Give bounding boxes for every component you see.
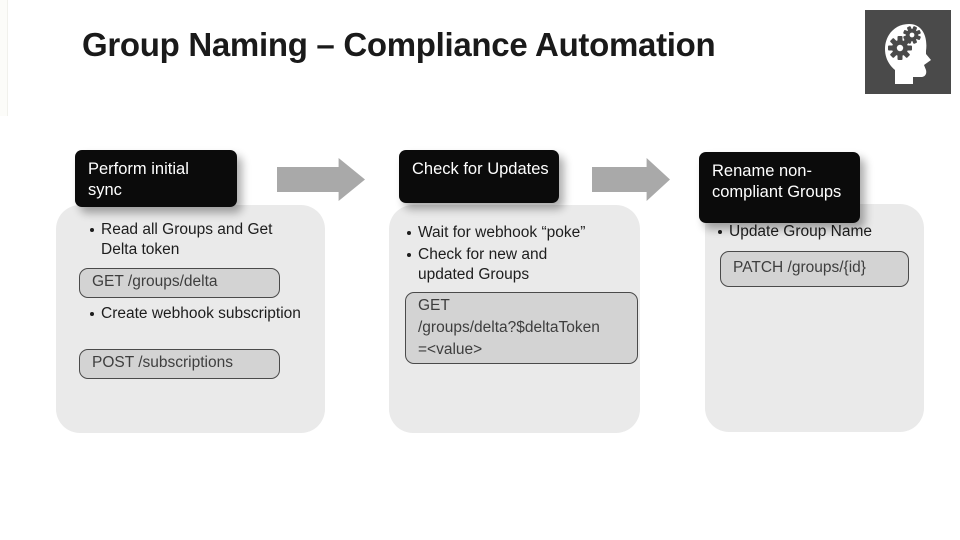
step-header-rename-groups: Rename non-compliant Groups bbox=[699, 152, 860, 223]
bullet-text: Read all Groups and Get Delta token bbox=[101, 221, 273, 258]
step-panel-check-updates: Wait for webhook “poke” Check for new an… bbox=[389, 205, 640, 433]
api-call-box: PATCH /groups/{id} bbox=[720, 251, 909, 287]
bullet-text: Wait for webhook “poke” bbox=[418, 224, 586, 241]
flow-arrow-right-icon bbox=[592, 158, 670, 201]
bullet-dot-icon bbox=[407, 231, 411, 235]
step-header-check-for-updates: Check for Updates bbox=[399, 150, 559, 203]
bullet-item: Update Group Name bbox=[718, 222, 913, 242]
step-panel-rename-groups: Update Group Name PATCH /groups/{id} bbox=[705, 204, 924, 432]
gear-icon bbox=[903, 26, 921, 44]
gear-icon bbox=[888, 36, 912, 60]
bullet-dot-icon bbox=[90, 312, 94, 316]
head-with-gears-icon bbox=[865, 10, 951, 94]
api-call-box: GET /groups/delta bbox=[79, 268, 280, 298]
bullet-text: Update Group Name bbox=[729, 223, 873, 240]
bullet-dot-icon bbox=[407, 253, 411, 257]
bullet-text: Create webhook subscription bbox=[101, 305, 301, 322]
bullet-item: Create webhook subscription bbox=[90, 304, 310, 324]
step-header-perform-initial-sync: Perform initial sync bbox=[75, 150, 237, 207]
step-panel-initial-sync: Read all Groups and Get Delta token GET … bbox=[56, 205, 325, 433]
api-call-box: GET /groups/delta?$deltaToken =<value> bbox=[405, 292, 638, 364]
bullet-text: Check for new and updated Groups bbox=[418, 246, 548, 283]
api-call-box: POST /subscriptions bbox=[79, 349, 280, 379]
flow-arrow-right-icon bbox=[277, 158, 365, 201]
bullet-item: Check for new and updated Groups bbox=[407, 245, 559, 285]
bullet-dot-icon bbox=[718, 230, 722, 234]
bullet-item: Wait for webhook “poke” bbox=[407, 223, 635, 243]
bullet-item: Read all Groups and Get Delta token bbox=[90, 220, 282, 260]
edge-accent-strip bbox=[0, 0, 8, 116]
slide-title: Group Naming – Compliance Automation bbox=[82, 26, 716, 63]
head-with-gears-svg bbox=[885, 24, 931, 84]
bullet-dot-icon bbox=[90, 228, 94, 232]
